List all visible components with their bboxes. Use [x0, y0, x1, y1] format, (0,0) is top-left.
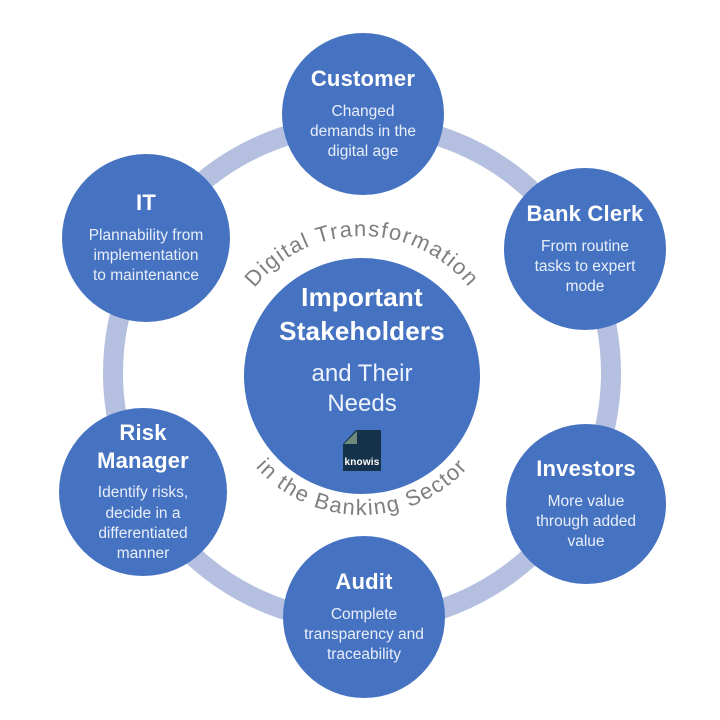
node-bank-clerk-circle: Bank Clerk From routine tasks to expert … — [504, 168, 666, 330]
node-risk-manager-circle: Risk Manager Identify risks, decide in a… — [59, 408, 227, 576]
node-description: More value through added value — [536, 492, 636, 551]
logo-wordmark: knowis — [344, 457, 380, 469]
node-description: From routine tasks to expert mode — [534, 237, 636, 296]
node-title: Audit — [335, 569, 393, 595]
center-subtitle: and Their Needs — [311, 359, 413, 418]
node-title: Risk Manager — [97, 420, 189, 473]
node-title: IT — [136, 190, 156, 216]
node-description: Identify risks, decide in a differentiat… — [97, 484, 189, 563]
node-title: Investors — [536, 456, 636, 482]
center-circle: Important Stakeholders and Their Needs k… — [244, 258, 480, 494]
node-description: Plannability from implementation to main… — [88, 226, 204, 285]
node-it-circle: IT Plannability from implementation to m… — [62, 154, 230, 322]
node-description: Changed demands in the digital age — [310, 102, 416, 161]
node-investors-circle: Investors More value through added value — [506, 424, 666, 584]
knowis-logo: knowis — [343, 430, 381, 472]
node-title: Bank Clerk — [526, 201, 644, 227]
center-title: Important Stakeholders — [279, 281, 445, 346]
node-customer-circle: Customer Changed demands in the digital … — [282, 33, 444, 195]
node-title: Customer — [310, 66, 416, 92]
logo-fold-icon — [344, 431, 357, 445]
node-description: Complete transparency and traceability — [304, 605, 424, 664]
node-audit-circle: Audit Complete transparency and traceabi… — [283, 536, 445, 698]
